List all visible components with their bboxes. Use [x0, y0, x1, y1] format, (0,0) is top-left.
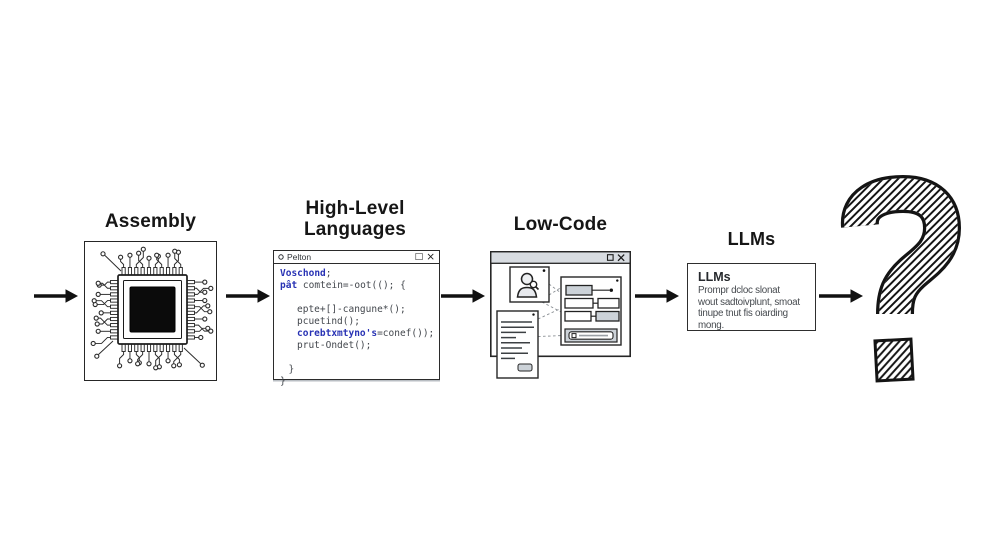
close-icon: × [426, 251, 435, 263]
code-window-title: Pelton [287, 251, 312, 262]
flow-node-row [564, 310, 620, 322]
code-window-titlebar: Pelton □ × [274, 251, 439, 264]
flow-node-row [564, 297, 620, 309]
flow-arrow-icon [226, 289, 270, 303]
code-listing: Voschond;pât comtein=-oot((); { epte+[]-c… [274, 264, 439, 388]
llm-box-body: Prompr dcloc slonat wout sadtoivplunt, s… [698, 285, 800, 331]
flow-arrow-icon [34, 289, 78, 303]
document-button [517, 363, 533, 372]
document-text-lines [501, 321, 534, 360]
minimize-icon: □ [414, 252, 424, 262]
flow-node-row [565, 284, 613, 296]
assembly-illustration-frame [84, 241, 217, 381]
code-line [280, 352, 434, 364]
builder-window-titlebar [490, 251, 631, 264]
person-icon [516, 272, 538, 298]
low-code-label: Low-Code [513, 214, 608, 235]
code-line: } [280, 376, 286, 387]
code-line [280, 292, 434, 304]
assembly-label: Assembly [104, 211, 197, 232]
code-line: corebtxmtyno's=conef()); [297, 328, 435, 339]
document-panel [496, 310, 539, 379]
flow-arrow-icon [819, 289, 863, 303]
llms-label: LLMs [727, 229, 776, 249]
code-line: Voschond; [280, 268, 332, 279]
llm-prompt-box: LLMs Prompr dcloc slonat wout sadtoivplu… [687, 263, 816, 331]
code-line: pcuetind(); [297, 316, 360, 327]
code-line: epte+[]-cangune*(); [297, 304, 406, 315]
flow-arrow-icon [635, 289, 679, 303]
user-card-panel [509, 266, 550, 303]
window-icon [278, 254, 284, 260]
code-line: prut-Ondet(); [297, 340, 372, 351]
flow-builder-panel [560, 276, 622, 346]
question-mark-icon [840, 174, 962, 383]
low-code-builder-window [490, 251, 631, 379]
minimize-icon [606, 254, 614, 261]
magnifier-icon [529, 280, 540, 291]
question-mark-dot [873, 337, 915, 383]
llm-box-title: LLMs [698, 270, 731, 284]
code-line: pât comtein=-oot((); { [280, 280, 406, 291]
code-editor-window: Pelton □ × Voschond;pât comtein=-oot(();… [273, 250, 440, 387]
close-icon [617, 254, 625, 262]
microchip-icon [90, 246, 214, 371]
input-toolbar [564, 328, 618, 343]
high-level-languages-label: High-Level Languages [303, 198, 407, 240]
checkbox-icon [571, 333, 577, 339]
code-line: } [288, 364, 295, 375]
flow-arrow-icon [441, 289, 485, 303]
